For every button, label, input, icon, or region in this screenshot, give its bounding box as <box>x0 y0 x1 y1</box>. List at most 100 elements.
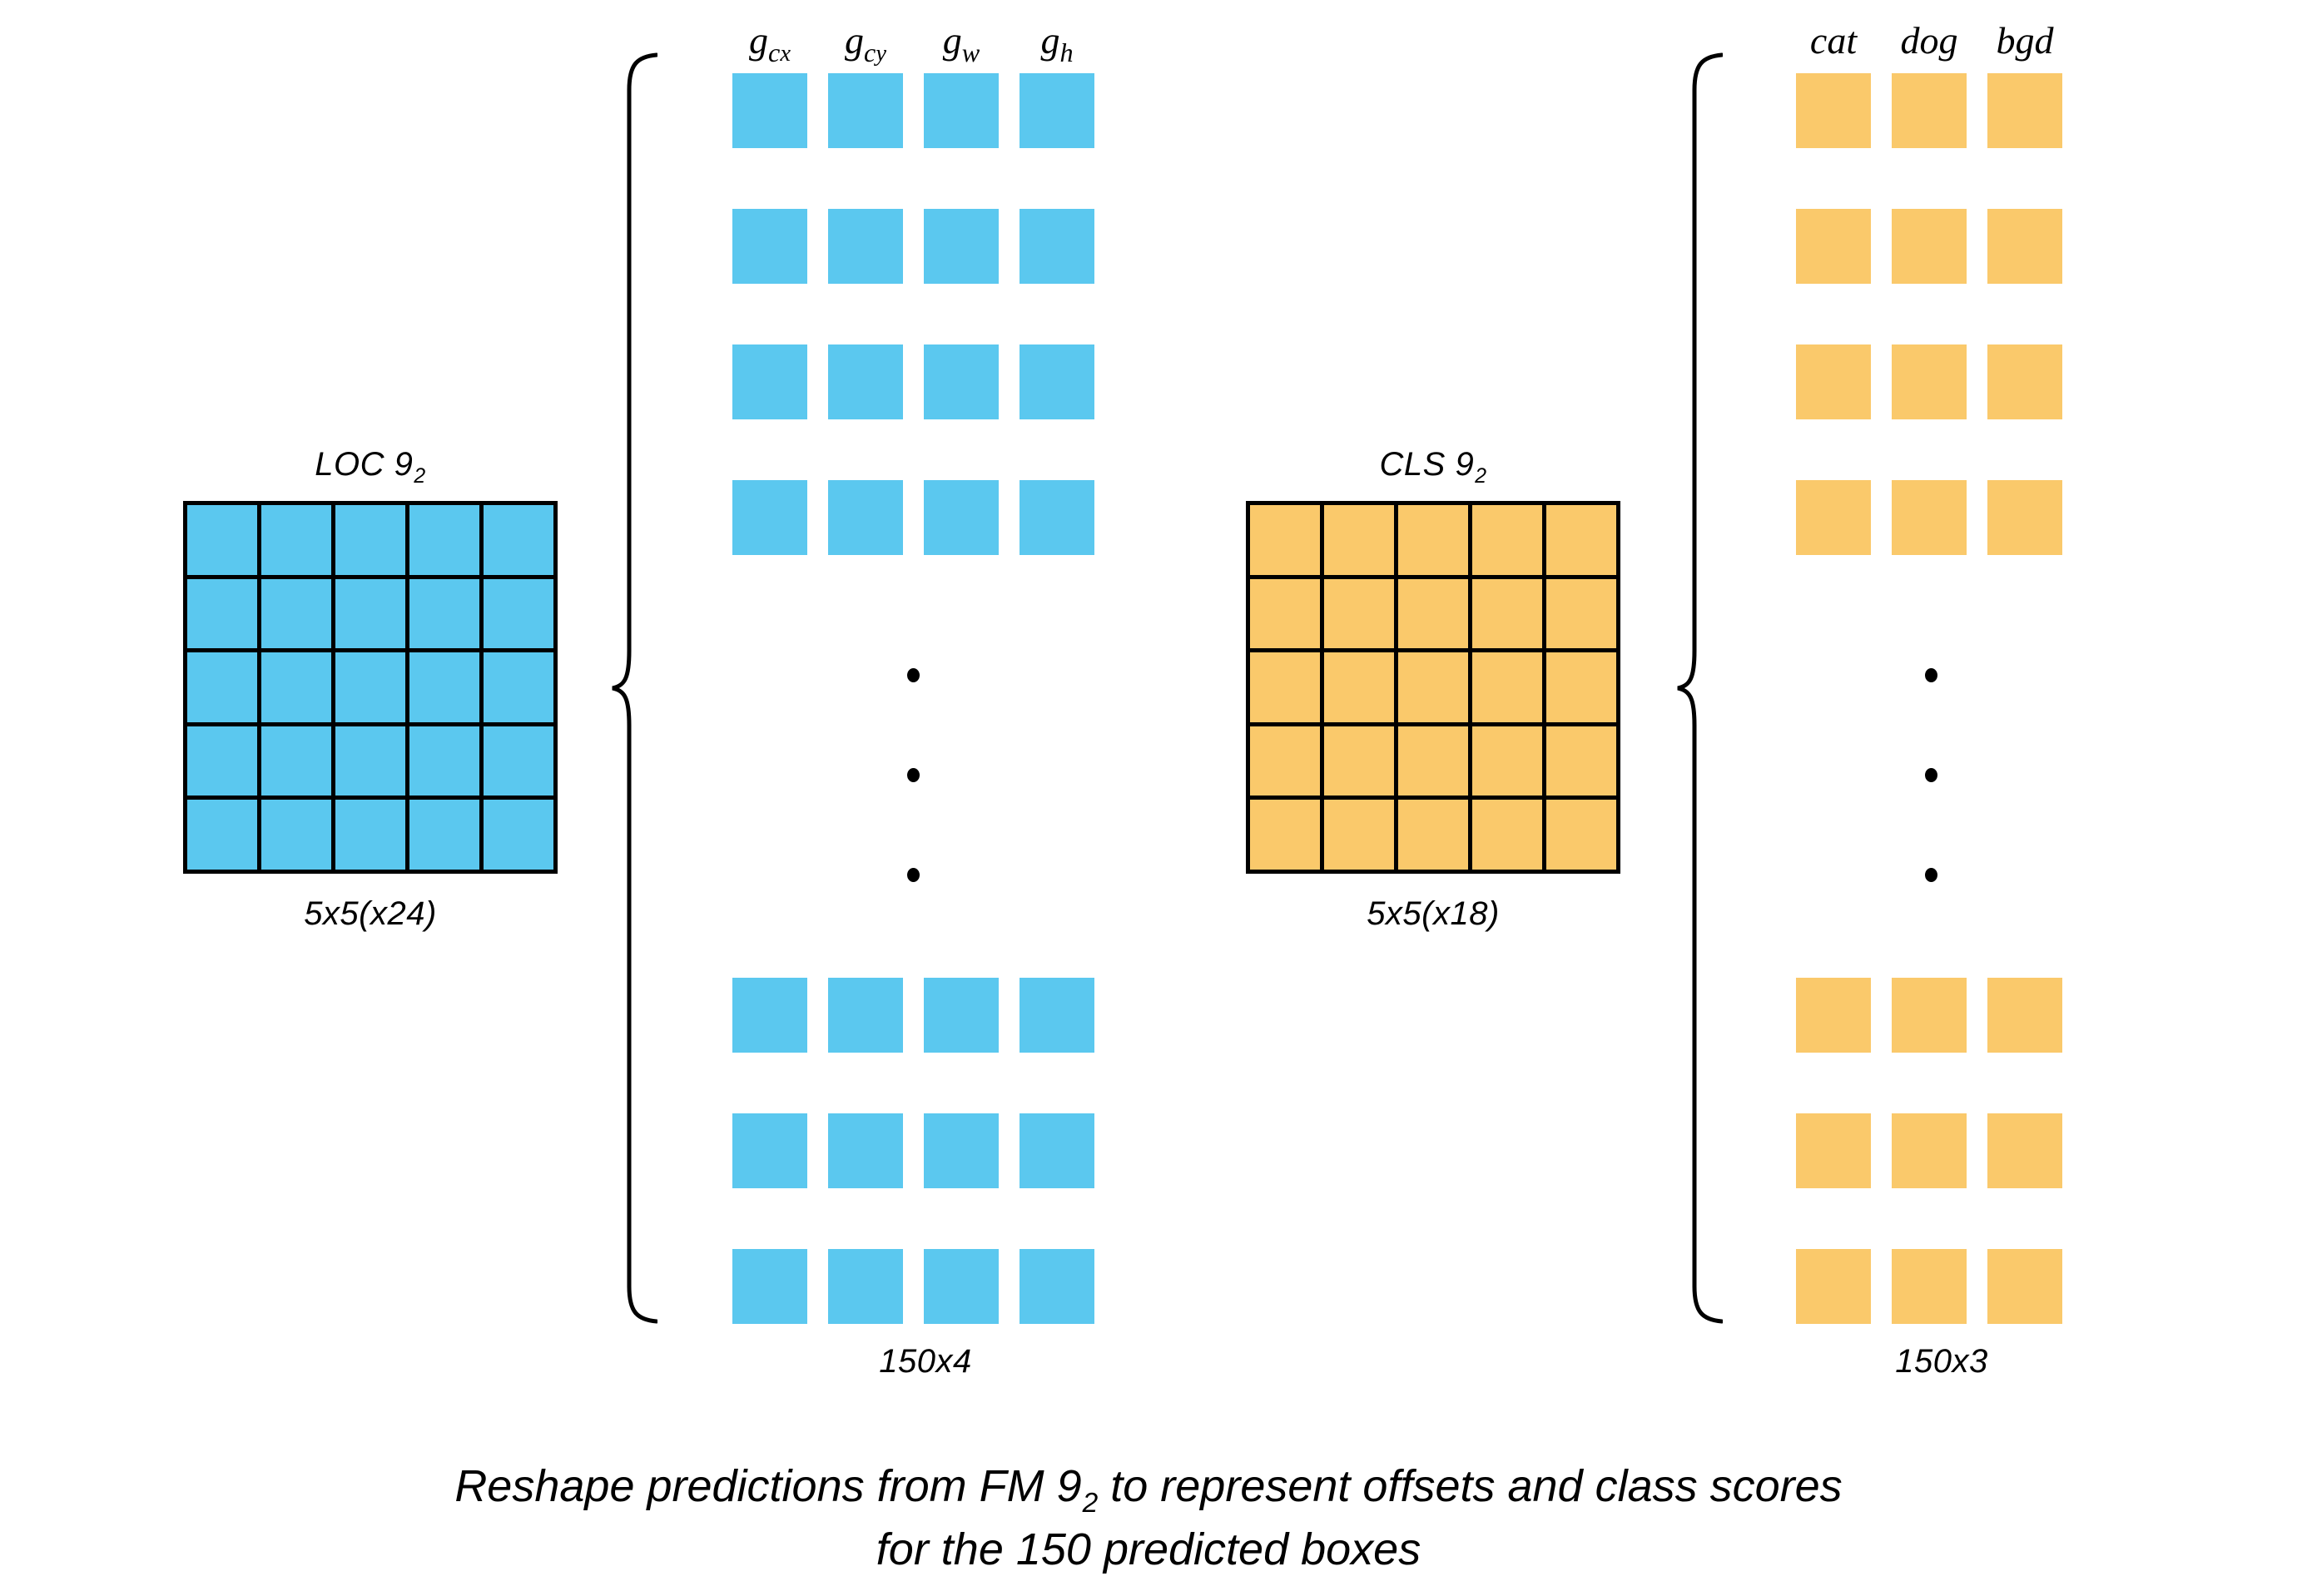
feature-map-cell <box>409 505 479 575</box>
caption-line1-before: Reshape predictions from FM 9 <box>454 1461 1082 1511</box>
cls-ellipsis-dot <box>1925 668 1937 682</box>
loc-feature-map-label: LOC 92 <box>315 446 425 488</box>
feature-map-cell <box>187 505 257 575</box>
feature-map-cell <box>335 505 405 575</box>
cls-feature-map-shape: 5x5(x18) <box>1367 895 1500 932</box>
figure-caption: Reshape predictions from FM 92 to repres… <box>0 1458 2297 1578</box>
loc-header-3-base: g <box>1040 19 1060 62</box>
loc-feature-map-label-subscript: 2 <box>414 465 426 488</box>
feature-map-cell <box>187 726 257 796</box>
loc-prediction-square <box>924 480 999 555</box>
cls-feature-map-label-text: CLS 9 <box>1379 446 1475 483</box>
feature-map-cell <box>1324 726 1394 796</box>
loc-header-0-base: g <box>749 19 769 62</box>
loc-prediction-square <box>732 209 807 284</box>
loc-prediction-square <box>924 344 999 419</box>
loc-header-0-sub2: x <box>780 40 791 67</box>
cls-column-header-dog: dog <box>1900 19 1958 62</box>
feature-map-cell <box>409 726 479 796</box>
cls-column-header-cat: cat <box>1809 19 1858 62</box>
feature-map-cell <box>1546 505 1616 575</box>
loc-header-2-base: g <box>942 19 962 62</box>
feature-map-cell <box>1250 726 1320 796</box>
loc-feature-map-shape: 5x5(x24) <box>304 895 437 932</box>
loc-column-header-gh: gh <box>1040 18 1073 67</box>
cls-prediction-square <box>1892 73 1967 148</box>
caption-line1-subscript: 2 <box>1082 1487 1099 1519</box>
feature-map-cell <box>1472 505 1542 575</box>
feature-map-cell <box>1250 505 1320 575</box>
loc-prediction-square <box>1020 1249 1094 1324</box>
loc-header-1-sub: c <box>864 37 876 67</box>
loc-prediction-square <box>732 480 807 555</box>
feature-map-cell <box>1472 578 1542 649</box>
cls-prediction-square <box>1987 344 2062 419</box>
feature-map-cell <box>335 726 405 796</box>
caption-line-1: Reshape predictions from FM 92 to repres… <box>454 1461 1843 1519</box>
cls-prediction-square <box>1987 978 2062 1053</box>
feature-map-cell <box>261 726 331 796</box>
loc-prediction-square <box>1020 480 1094 555</box>
feature-map-cell <box>484 578 553 649</box>
loc-ellipsis-dot <box>907 668 920 682</box>
cls-prediction-square <box>1796 1113 1871 1188</box>
loc-prediction-square <box>1020 978 1094 1053</box>
cls-prediction-square <box>1892 1113 1967 1188</box>
cls-feature-map-grid <box>1246 501 1620 874</box>
cls-brace-icon <box>1677 52 1724 1325</box>
cls-feature-map-label-subscript: 2 <box>1475 465 1487 488</box>
cls-column-header-bgd: bgd <box>1996 19 2054 62</box>
feature-map-cell <box>1546 726 1616 796</box>
loc-prediction-square <box>924 1249 999 1324</box>
cls-ellipsis-dot <box>1925 768 1937 782</box>
cls-prediction-square <box>1987 1113 2062 1188</box>
feature-map-cell <box>1398 505 1468 575</box>
loc-prediction-square <box>1020 209 1094 284</box>
feature-map-cell <box>261 652 331 722</box>
cls-prediction-square <box>1892 978 1967 1053</box>
loc-prediction-square <box>732 1249 807 1324</box>
feature-map-cell <box>409 800 479 870</box>
loc-prediction-square <box>732 344 807 419</box>
cls-prediction-square <box>1987 209 2062 284</box>
caption-line-2: for the 150 predicted boxes <box>876 1524 1421 1574</box>
feature-map-cell <box>409 652 479 722</box>
feature-map-cell <box>1472 726 1542 796</box>
cls-prediction-square <box>1892 1249 1967 1324</box>
loc-prediction-square <box>828 73 903 148</box>
feature-map-cell <box>1398 652 1468 722</box>
feature-map-cell <box>1546 800 1616 870</box>
feature-map-cell <box>1398 578 1468 649</box>
feature-map-cell <box>261 800 331 870</box>
cls-prediction-square <box>1796 1249 1871 1324</box>
feature-map-cell <box>484 505 553 575</box>
feature-map-cell <box>1472 652 1542 722</box>
loc-prediction-square <box>828 1249 903 1324</box>
loc-header-3-sub: h <box>1059 37 1074 67</box>
cls-prediction-square <box>1987 480 2062 555</box>
loc-prediction-square <box>1020 73 1094 148</box>
feature-map-cell <box>335 578 405 649</box>
loc-prediction-square <box>924 1113 999 1188</box>
cls-ellipsis-dot <box>1925 868 1937 882</box>
cls-prediction-square <box>1987 1249 2062 1324</box>
feature-map-cell <box>1324 505 1394 575</box>
loc-prediction-square <box>732 978 807 1053</box>
feature-map-cell <box>1472 800 1542 870</box>
loc-prediction-square <box>924 978 999 1053</box>
cls-prediction-square <box>1892 209 1967 284</box>
loc-header-1-sub2: y <box>876 40 886 67</box>
loc-prediction-square <box>828 978 903 1053</box>
loc-prediction-square <box>924 73 999 148</box>
cls-prediction-square <box>1796 480 1871 555</box>
cls-prediction-square <box>1892 480 1967 555</box>
feature-map-cell <box>187 578 257 649</box>
feature-map-cell <box>1250 652 1320 722</box>
cls-prediction-square <box>1987 73 2062 148</box>
cls-prediction-square <box>1796 73 1871 148</box>
caption-line1-after: to represent offsets and class scores <box>1098 1461 1843 1511</box>
feature-map-cell <box>187 800 257 870</box>
cls-reshaped-shape: 150x3 <box>1895 1343 1988 1380</box>
feature-map-cell <box>1324 800 1394 870</box>
loc-prediction-square <box>732 73 807 148</box>
